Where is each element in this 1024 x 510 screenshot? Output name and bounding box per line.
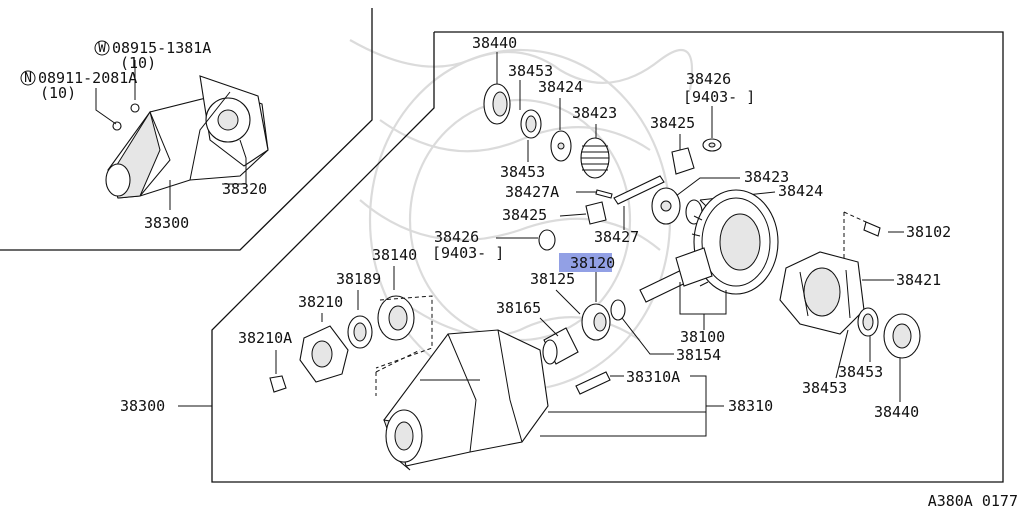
inset-axle-assembly (105, 75, 269, 199)
label-38300-main: 38300 (120, 397, 165, 415)
part-38425-pinion-a (671, 147, 695, 175)
label-08915-1381A: 08915-1381A (112, 39, 211, 57)
part-38426-washer-a-hole (708, 142, 716, 148)
label-38423-b: 38423 (744, 168, 789, 186)
label-38440-b: 38440 (874, 403, 919, 421)
part-38310A-bolt (575, 371, 611, 395)
part-38427-shaft (613, 175, 665, 205)
label-38453-d: 38453 (802, 379, 847, 397)
label-38125: 38125 (530, 270, 575, 288)
label-38102: 38102 (906, 223, 951, 241)
part-38427A-pin (595, 189, 613, 199)
label-38320: 38320 (222, 180, 267, 198)
part-38423-side-gear-b (651, 187, 681, 225)
part-38210-flange (299, 325, 349, 383)
leader-38423-b (675, 177, 740, 197)
main-frame (211, 31, 1004, 483)
leader-38310-bracket (540, 375, 707, 437)
washer-symbol-circle (94, 40, 110, 56)
part-38102-bolt (863, 221, 881, 237)
part-38210A-nut (269, 375, 287, 393)
part-38125-bearing (581, 303, 611, 341)
leader-38453-d (835, 329, 849, 379)
leader-08911 (95, 88, 117, 125)
part-38300-housing (383, 329, 549, 471)
label-38426-b: 38426 (434, 228, 479, 246)
part-38189-washer (347, 315, 373, 349)
label-38423-a: 38423 (572, 104, 617, 122)
label-38426-a-range: [9403- ] (683, 88, 755, 106)
label-38421: 38421 (896, 271, 941, 289)
label-38120: 38120 (570, 254, 615, 272)
label-38310A: 38310A (626, 368, 680, 386)
part-38453-washer-c-hole (862, 313, 874, 331)
part-38426-washer-b (538, 229, 556, 251)
figure-code: A380A 0177 (928, 492, 1018, 510)
label-38425-a: 38425 (650, 114, 695, 132)
label-38310: 38310 (728, 397, 773, 415)
leader-38320 (222, 139, 247, 185)
label-38425-b: 38425 (502, 206, 547, 224)
part-38100-ring-gear (691, 189, 779, 295)
part-38440-bearing (483, 83, 511, 125)
leader-38125 (555, 289, 581, 315)
part-drive-pinion-head (675, 247, 713, 287)
label-08911-2081A: 08911-2081A (38, 69, 137, 87)
label-38453-b: 38453 (500, 163, 545, 181)
label-38189: 38189 (336, 270, 381, 288)
part-38421-diff-case (779, 251, 865, 335)
label-38100: 38100 (680, 328, 725, 346)
leader-38425-b (559, 213, 587, 217)
label-38154: 38154 (676, 346, 721, 364)
label-38140: 38140 (372, 246, 417, 264)
nut-symbol-circle (20, 70, 36, 86)
part-38140-seal (377, 295, 415, 341)
dash-38102 (843, 211, 867, 223)
washer-symbol: W (98, 41, 106, 56)
label-38453-c: 38453 (838, 363, 883, 381)
part-38424-plate-a (550, 130, 572, 162)
label-38165: 38165 (496, 299, 541, 317)
label-38426-b-range: [9403- ] (432, 244, 504, 262)
part-38425-pinion-b (585, 201, 607, 225)
label-38300-top: 38300 (144, 214, 189, 232)
leader-38165 (539, 317, 559, 337)
label-38210: 38210 (298, 293, 343, 311)
label-38210A: 38210A (238, 329, 292, 347)
part-38440-bearing-b-hole (892, 323, 912, 349)
label-38426-a: 38426 (686, 70, 731, 88)
leader-38154 (621, 317, 674, 355)
label-38427: 38427 (594, 228, 639, 246)
qty-08911: (10) (40, 84, 76, 102)
label-38424-a: 38424 (538, 78, 583, 96)
label-38424-b: 38424 (778, 182, 823, 200)
leader-38100-bracket (679, 282, 727, 315)
part-38154-washer (610, 299, 626, 321)
label-38427A: 38427A (505, 183, 559, 201)
dash-housing-a (375, 349, 421, 373)
label-38440-top: 38440 (472, 34, 517, 52)
inset-divider (0, 8, 373, 251)
label-38453-a: 38453 (508, 62, 553, 80)
part-38423-side-gear-a (580, 137, 610, 179)
nut-symbol: N (24, 71, 32, 86)
highlight-38120 (559, 253, 612, 272)
part-38453-washer-a-hole (525, 115, 537, 133)
qty-08915: (10) (120, 54, 156, 72)
part-38165-spacer-end (542, 339, 558, 365)
